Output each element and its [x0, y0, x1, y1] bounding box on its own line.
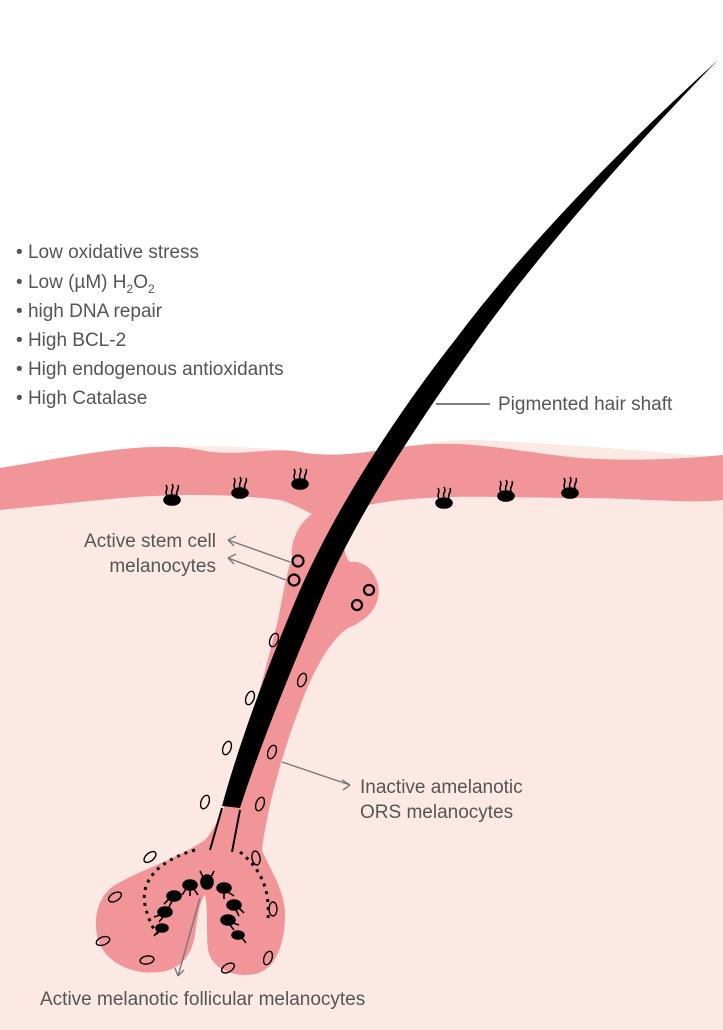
label-follicular-melanocytes: Active melanotic follicular melanocytes: [40, 989, 365, 1010]
stem-cell-melanocytes: [287, 554, 376, 612]
label-stem-cell-line1: Active stem cell: [84, 531, 216, 552]
label-pigmented-hair-shaft: Pigmented hair shaft: [498, 394, 673, 415]
label-ors-line2: ORS melanocytes: [360, 802, 513, 823]
follicular-melanocytes: [153, 870, 247, 944]
ors-melanocytes: [95, 632, 308, 974]
epidermal-melanocytes: [163, 467, 579, 509]
stem-cell-arrow-1: [227, 535, 291, 563]
condition-item-2: • Low (µM) H2O2: [16, 272, 155, 296]
dermal-papilla-outline: [142, 848, 270, 936]
leader-lines: [174, 403, 490, 977]
hair-root-strands: [209, 807, 241, 853]
condition-item-1: • Low oxidative stress: [16, 242, 199, 263]
label-ors-line1: Inactive amelanotic: [360, 777, 523, 798]
label-stem-cell-line2: melanocytes: [109, 556, 216, 577]
condition-item-5: • High endogenous antioxidants: [16, 359, 284, 380]
ors-arrow: [281, 761, 351, 791]
condition-item-3: • high DNA repair: [16, 301, 163, 322]
stem-cell-arrow-2: [227, 553, 287, 581]
conditions-list: • Low oxidative stress • Low (µM) H2O2 •…: [16, 242, 284, 409]
follicular-arrow: [174, 897, 201, 977]
condition-item-4: • High BCL-2: [16, 330, 126, 351]
condition-item-6: • High Catalase: [16, 388, 147, 409]
